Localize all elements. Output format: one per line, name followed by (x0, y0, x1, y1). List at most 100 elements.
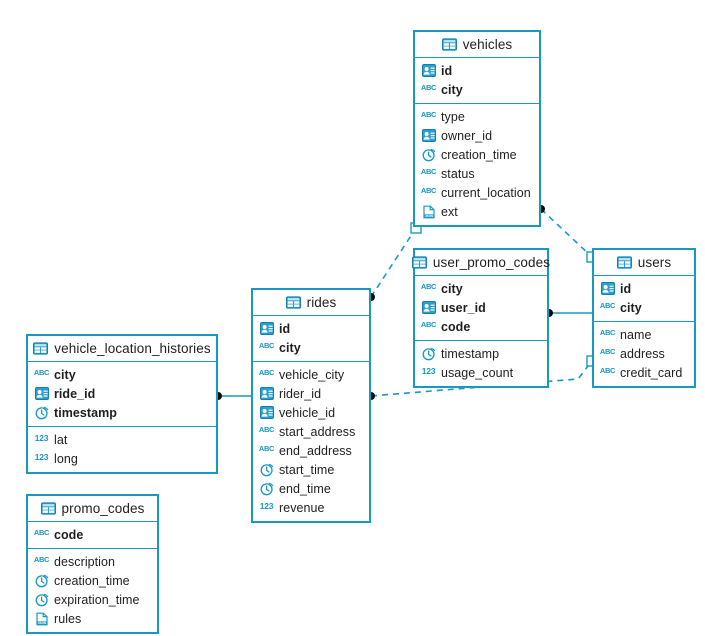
column-row[interactable]: owner_id (415, 126, 539, 145)
column-row[interactable]: vehicle_id (253, 403, 369, 422)
column-row[interactable]: ABC credit_card (594, 363, 694, 382)
column-row[interactable]: ABC type (415, 107, 539, 126)
clock-icon (34, 573, 49, 588)
abc-text-icon: ABC (599, 328, 616, 337)
table-title: promo_codes (61, 501, 145, 516)
abc-text-icon: ABC (420, 167, 437, 176)
primary-key-row[interactable]: ride_id (28, 384, 216, 403)
table-header-vehicles[interactable]: vehicles (415, 32, 539, 58)
column-name: expiration_time (54, 592, 140, 607)
column-name: type (441, 109, 465, 124)
table-icon (40, 501, 56, 516)
column-name: user_id (441, 300, 486, 315)
relationship-rel-vlh-rides[interactable] (214, 392, 251, 400)
table-title: rides (306, 295, 337, 310)
column-name: code (54, 527, 84, 542)
column-name: city (441, 281, 463, 296)
column-name: timestamp (54, 405, 117, 420)
svg-text:JSON: JSON (37, 621, 46, 625)
primary-key-row[interactable]: timestamp (28, 403, 216, 422)
table-header-vehicle_location_histories[interactable]: vehicle_location_histories (28, 336, 216, 362)
table-title: vehicles (462, 37, 513, 52)
table-header-user_promo_codes[interactable]: user_promo_codes (411, 250, 550, 276)
number-icon: 123 (34, 451, 49, 462)
abc-text-icon: ABC (420, 320, 437, 329)
column-row[interactable]: end_time (253, 479, 369, 498)
abc-text-icon: ABC (420, 110, 437, 119)
primary-key-row[interactable]: id (253, 319, 369, 338)
clock-icon (34, 592, 49, 607)
column-row[interactable]: creation_time (28, 571, 157, 590)
number-icon: 123 (34, 432, 49, 443)
clock-icon (421, 147, 436, 162)
column-row[interactable]: creation_time (415, 145, 539, 164)
column-name: vehicle_city (279, 367, 345, 382)
relationship-rel-upc-users[interactable] (545, 309, 592, 317)
clock-icon (259, 462, 274, 477)
column-name: address (620, 346, 665, 361)
column-row[interactable]: start_time (253, 460, 369, 479)
primary-key-row[interactable]: id (594, 279, 694, 298)
primary-key-row[interactable]: user_id (415, 298, 547, 317)
key-id-icon (421, 128, 436, 143)
table-icon (616, 255, 632, 270)
column-row[interactable]: ABC vehicle_city (253, 365, 369, 384)
column-row[interactable]: expiration_time (28, 590, 157, 609)
abc-text-icon: ABC (599, 366, 616, 375)
primary-key-row[interactable]: ABC code (28, 525, 157, 544)
relationship-line (370, 227, 417, 298)
column-name: owner_id (441, 128, 493, 143)
clock-icon (259, 481, 274, 496)
abc-text-icon: ABC (258, 368, 275, 377)
table-header-promo_codes[interactable]: promo_codes (28, 496, 157, 522)
column-name: start_address (279, 424, 356, 439)
table-header-rides[interactable]: rides (253, 290, 369, 316)
number-icon: 123 (259, 500, 274, 511)
table-icon (411, 255, 427, 270)
primary-key-row[interactable]: ABC code (415, 317, 547, 336)
column-row[interactable]: timestamp (415, 344, 547, 363)
column-name: rider_id (279, 386, 322, 401)
column-name: credit_card (620, 365, 683, 380)
key-id-icon (259, 405, 274, 420)
clock-icon (34, 405, 49, 420)
json-icon: JSON (34, 611, 49, 626)
table-icon (33, 341, 49, 356)
column-name: code (441, 319, 471, 334)
primary-key-section: ABC code (28, 522, 157, 549)
table-header-users[interactable]: users (594, 250, 694, 276)
primary-key-row[interactable]: id (415, 61, 539, 80)
svg-text:JSON: JSON (424, 214, 433, 218)
abc-text-icon: ABC (33, 528, 50, 537)
column-row[interactable]: rider_id (253, 384, 369, 403)
